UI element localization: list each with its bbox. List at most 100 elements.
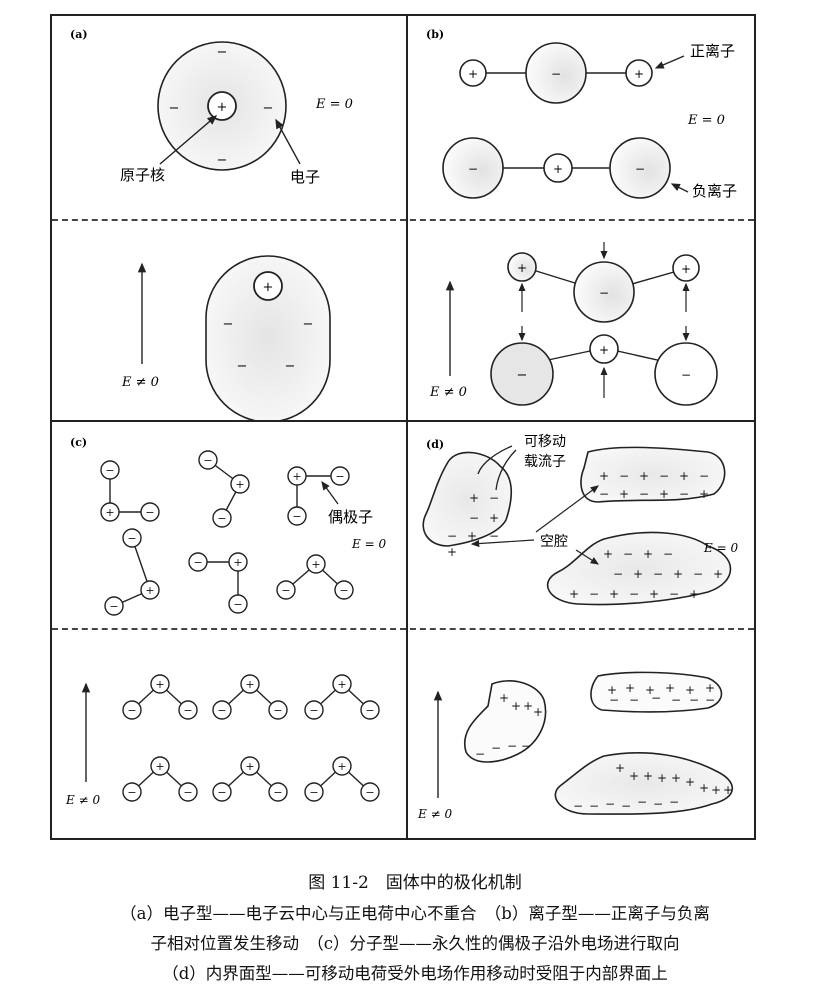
svg-text:−: − xyxy=(273,704,282,717)
svg-text:+: + xyxy=(659,487,669,501)
svg-text:+: + xyxy=(615,761,625,775)
svg-text:+: + xyxy=(633,567,643,581)
svg-text:+: + xyxy=(145,584,154,597)
svg-text:+: + xyxy=(292,470,301,483)
field-nonzero-label: E ≠ 0 xyxy=(121,375,159,390)
svg-text:−: − xyxy=(447,529,457,543)
svg-text:−: − xyxy=(489,491,499,505)
svg-text:−: − xyxy=(193,556,202,569)
svg-text:−: − xyxy=(169,101,180,116)
svg-text:−: − xyxy=(589,799,599,813)
svg-text:−: − xyxy=(237,359,248,374)
panel-a-label: (a) xyxy=(70,28,88,41)
svg-text:−: − xyxy=(651,691,661,705)
svg-text:E = 0: E = 0 xyxy=(703,541,738,555)
svg-text:−: − xyxy=(637,795,647,809)
svg-text:+: + xyxy=(603,547,613,561)
svg-text:−: − xyxy=(639,487,649,501)
svg-text:−: − xyxy=(223,317,234,332)
svg-text:−: − xyxy=(127,786,136,799)
svg-text:E ≠ 0: E ≠ 0 xyxy=(65,793,100,807)
svg-text:−: − xyxy=(489,529,499,543)
dashed-divider-bottom xyxy=(52,628,754,630)
svg-text:+: + xyxy=(685,683,695,697)
svg-text:+: + xyxy=(553,162,563,176)
svg-text:+: + xyxy=(639,469,649,483)
svg-text:+: + xyxy=(337,760,346,773)
svg-text:+: + xyxy=(643,547,653,561)
svg-text:−: − xyxy=(203,454,212,467)
cavity-bottom-right xyxy=(546,531,732,606)
figure-caption-line-1: （a）电子型——电子云中心与正电荷中心不重合 （b）离子型——正离子与负离 xyxy=(120,904,710,923)
svg-text:−: − xyxy=(521,739,531,753)
polarization-figure: (a) + − − − − 原子核 电子 E = 0 E ≠ 0 + − − −… xyxy=(50,14,756,840)
panel-d-interfacial: (d) +− −+ −+− + +−+−+− −+−+−+ +−+− −+−+−… xyxy=(417,434,738,821)
svg-text:−: − xyxy=(365,704,374,717)
svg-text:+: + xyxy=(569,587,579,601)
svg-text:−: − xyxy=(217,786,226,799)
svg-text:+: + xyxy=(155,760,164,773)
svg-text:−: − xyxy=(621,799,631,813)
svg-text:−: − xyxy=(681,368,691,382)
svg-text:E = 0: E = 0 xyxy=(351,537,386,551)
cavity-top-right xyxy=(580,446,726,503)
svg-text:−: − xyxy=(285,359,296,374)
svg-text:−: − xyxy=(635,162,645,176)
field-zero-label: E = 0 xyxy=(315,97,353,112)
svg-text:−: − xyxy=(653,567,663,581)
svg-text:−: − xyxy=(105,464,114,477)
svg-text:+: + xyxy=(629,769,639,783)
positive-ion-label: 正离子 xyxy=(690,42,735,60)
panel-b-label: (b) xyxy=(426,28,444,41)
svg-text:−: − xyxy=(669,587,679,601)
svg-text:+: + xyxy=(235,478,244,491)
svg-text:+: + xyxy=(245,760,254,773)
svg-text:−: − xyxy=(609,693,619,707)
svg-text:−: − xyxy=(109,600,118,613)
svg-text:−: − xyxy=(689,693,699,707)
svg-text:−: − xyxy=(309,786,318,799)
svg-text:+: + xyxy=(233,556,242,569)
svg-text:+: + xyxy=(489,511,499,525)
svg-text:−: − xyxy=(573,799,583,813)
electron-label: 电子 xyxy=(290,168,320,186)
figure-caption-line-3: （d）内界面型——可移动电荷受外电场作用移动时受阻于内部界面上 xyxy=(162,964,668,983)
svg-text:−: − xyxy=(699,469,709,483)
svg-text:+: + xyxy=(609,587,619,601)
svg-text:+: + xyxy=(681,262,691,276)
svg-text:+: + xyxy=(657,771,667,785)
carrier-label-line1: 可移动 xyxy=(524,434,566,450)
panel-d-label: (d) xyxy=(426,438,444,451)
svg-text:+: + xyxy=(607,683,617,697)
svg-text:−: − xyxy=(281,584,290,597)
aligned-dipoles xyxy=(122,674,380,802)
svg-text:+: + xyxy=(699,487,709,501)
horizontal-divider xyxy=(52,420,754,422)
carrier-label-line2: 载流子 xyxy=(524,454,566,470)
svg-text:+: + xyxy=(689,587,699,601)
svg-text:−: − xyxy=(292,510,301,523)
svg-text:−: − xyxy=(517,368,528,383)
svg-text:−: − xyxy=(233,598,242,611)
distorted-electron-cloud xyxy=(205,255,331,420)
svg-text:−: − xyxy=(217,45,228,60)
svg-text:−: − xyxy=(339,584,348,597)
svg-text:+: + xyxy=(311,558,320,571)
svg-text:+: + xyxy=(671,771,681,785)
svg-text:−: − xyxy=(659,469,669,483)
svg-text:−: − xyxy=(183,786,192,799)
svg-text:−: − xyxy=(599,286,609,300)
svg-text:+: + xyxy=(217,100,228,115)
panel-c-label: (c) xyxy=(70,436,87,449)
svg-text:−: − xyxy=(127,532,136,545)
svg-text:−: − xyxy=(693,567,703,581)
negative-ion-label: 负离子 xyxy=(692,182,737,200)
panel-b-ionic: (b) + − + 正离子 E = 0 − + − 负离子 E ≠ 0 + − … xyxy=(426,28,737,406)
svg-text:+: + xyxy=(665,681,675,695)
svg-text:+: + xyxy=(673,567,683,581)
panel-a-electronic: (a) + − − − − 原子核 电子 E = 0 E ≠ 0 + − − −… xyxy=(70,28,353,420)
svg-text:−: − xyxy=(127,704,136,717)
dipole-label: 偶极子 xyxy=(328,508,373,526)
svg-text:+: + xyxy=(447,545,457,559)
svg-text:−: − xyxy=(217,512,226,525)
